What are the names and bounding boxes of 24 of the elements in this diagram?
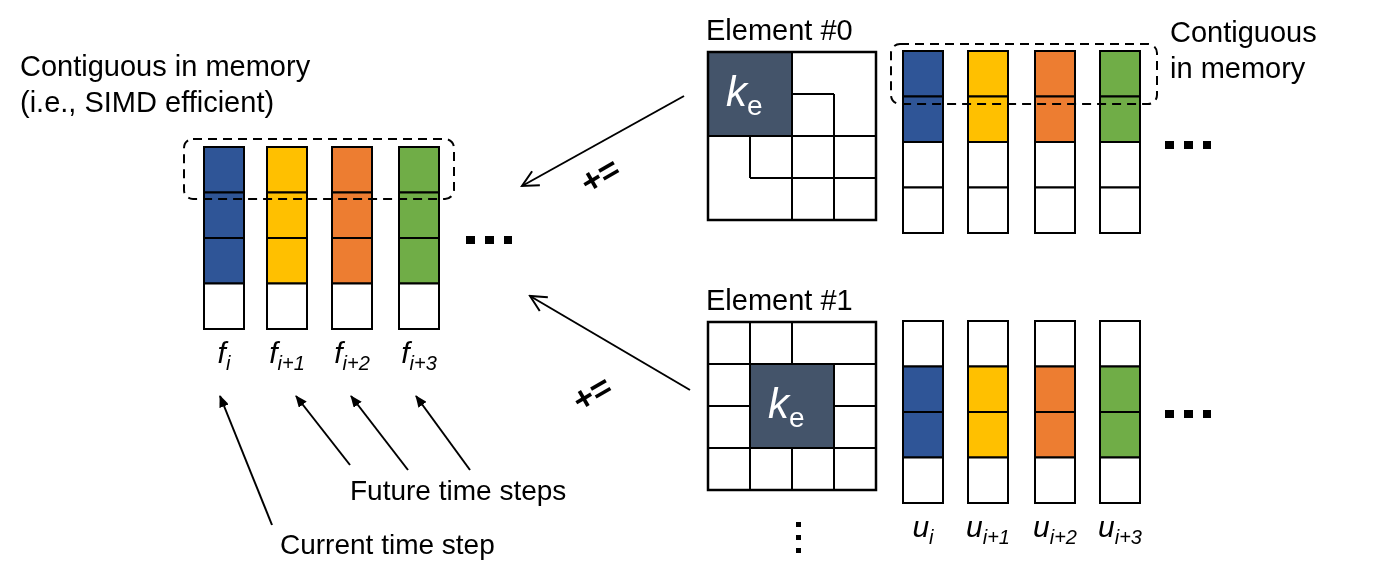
leader-arrow bbox=[295, 395, 351, 466]
annotation-text: Contiguous in memory (i.e., SIMD efficient) bbox=[20, 49, 312, 120]
leader-arrow bbox=[415, 395, 471, 471]
vector-label: u$_{i+2}$ bbox=[1032, 510, 1078, 550]
matrix-label: k$_{e}$ bbox=[726, 70, 763, 124]
element-heading: Element #1 bbox=[706, 284, 853, 316]
annotation-text: Contiguous in memory bbox=[1170, 15, 1318, 86]
vector-label: u$_{i+3}$ bbox=[1097, 510, 1143, 550]
arrow bbox=[529, 295, 691, 391]
annotation-text: Current time step bbox=[280, 528, 495, 561]
leader-arrow bbox=[350, 395, 409, 471]
matrix-label: k$_{e}$ bbox=[768, 382, 805, 436]
vector-label: f$_{i+2}$ bbox=[333, 336, 371, 376]
annotation-text: Future time steps bbox=[350, 474, 567, 507]
vector-label: u$_{i}$ bbox=[911, 510, 935, 550]
vector-label: f$_{i+1}$ bbox=[268, 336, 306, 376]
vector-label: u$_{i+1}$ bbox=[965, 510, 1011, 550]
arrow bbox=[521, 95, 685, 187]
dashed-outline bbox=[183, 138, 455, 200]
dashed-outline bbox=[890, 43, 1158, 105]
leader-arrow bbox=[219, 395, 273, 526]
vector-label: f$_{i+3}$ bbox=[400, 336, 438, 376]
vector-label: f$_{i}$ bbox=[216, 336, 232, 376]
element-heading: Element #0 bbox=[706, 14, 853, 46]
